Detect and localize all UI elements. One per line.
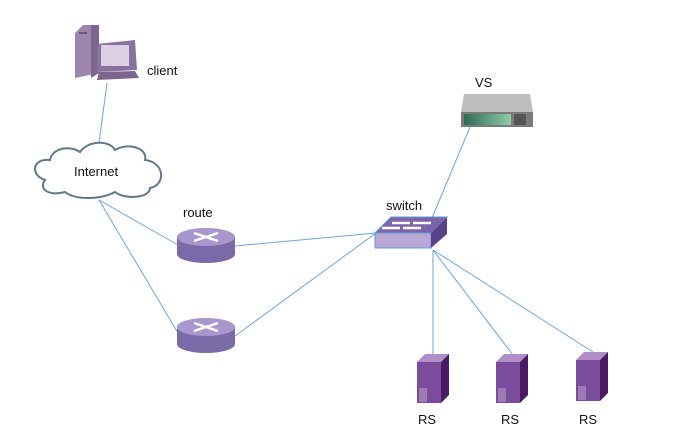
tower-server-icon-2 xyxy=(496,354,528,403)
rs-label-2: RS xyxy=(501,412,520,427)
desktop-computer-icon xyxy=(75,25,139,80)
link-route-switch xyxy=(234,232,377,247)
rs-label-1: RS xyxy=(418,412,437,427)
rs-label-3: RS xyxy=(579,412,598,427)
link-client-internet xyxy=(98,82,108,144)
link-route2-switch xyxy=(234,232,377,337)
link-switch-rs3 xyxy=(432,249,594,353)
internet-label: Internet xyxy=(74,164,119,179)
router-icon xyxy=(177,228,235,263)
vs-label: VS xyxy=(475,75,493,90)
tower-server-icon-3 xyxy=(576,352,608,401)
server-appliance-icon xyxy=(461,94,533,127)
link-internet-route2 xyxy=(98,199,179,334)
client-label: client xyxy=(147,63,178,78)
cloud-icon xyxy=(34,141,162,199)
link-vs-switch xyxy=(431,126,471,219)
link-internet-route xyxy=(98,199,179,246)
router-icon-2 xyxy=(177,318,235,353)
link-switch-rs2 xyxy=(432,249,514,356)
switch-icon xyxy=(373,216,449,249)
links xyxy=(98,82,594,356)
tower-server-icon xyxy=(417,354,449,403)
switch-label: switch xyxy=(386,198,423,213)
route-label: route xyxy=(183,205,213,220)
